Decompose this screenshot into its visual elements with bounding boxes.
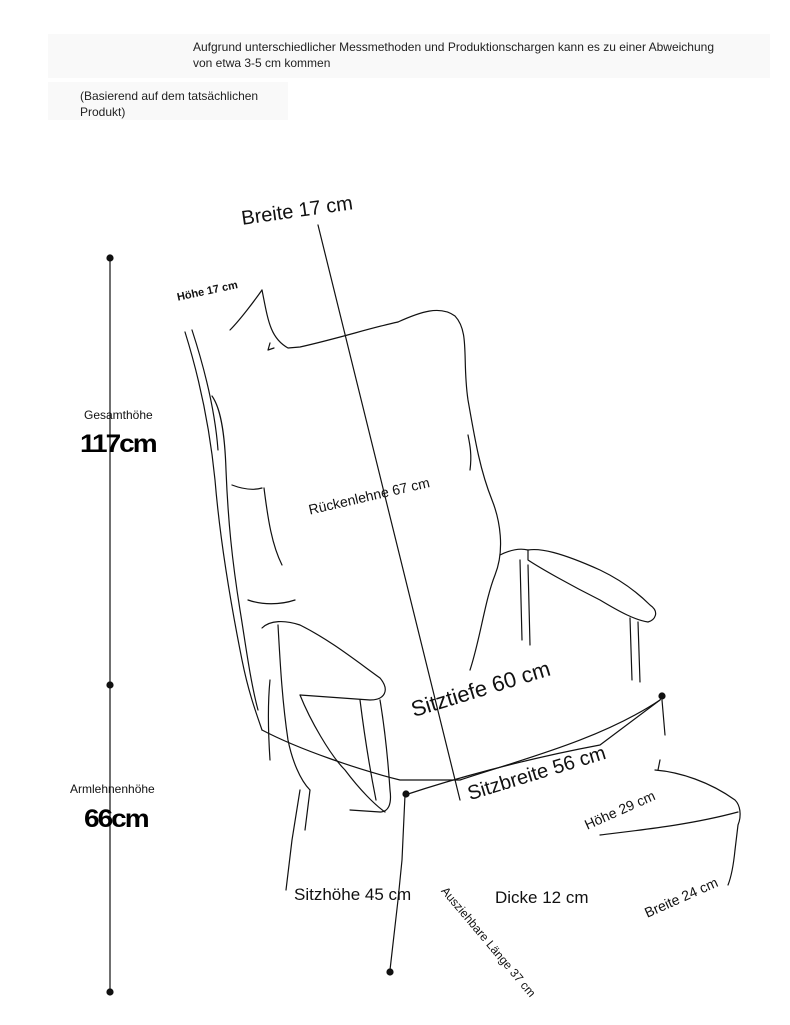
dimension-dot-bottom [106, 988, 114, 996]
total-height-caption: Gesamthöhe [84, 408, 153, 422]
cushion-thickness-label: Dicke 12 cm [495, 888, 589, 907]
headrest-width-line [317, 224, 461, 801]
armrest-height-value: 66cm [84, 804, 150, 833]
left-front-leg [389, 794, 406, 971]
headrest-outline [261, 289, 399, 349]
dimension-dot-middle [106, 681, 114, 689]
seat-height-label: Sitzhöhe 45 cm [294, 885, 412, 904]
armrest-height-caption: Armlehnenhöhe [70, 782, 155, 796]
seat-cushion-outline [261, 694, 664, 781]
actual-product-note: (Basierend auf dem tatsächlichen Produkt… [80, 89, 259, 119]
header-background [48, 34, 770, 78]
total-height-value: 117cm [80, 429, 158, 458]
left-armrest-outline [261, 621, 386, 701]
subnote-background [48, 82, 288, 120]
measurement-deviation-note: Aufgrund unterschiedlicher Messmethoden … [193, 40, 714, 70]
dimension-dot-top [106, 254, 114, 262]
footrest-outline [654, 769, 741, 851]
backrest-outline [397, 309, 502, 671]
right-armrest-outline [527, 548, 657, 623]
